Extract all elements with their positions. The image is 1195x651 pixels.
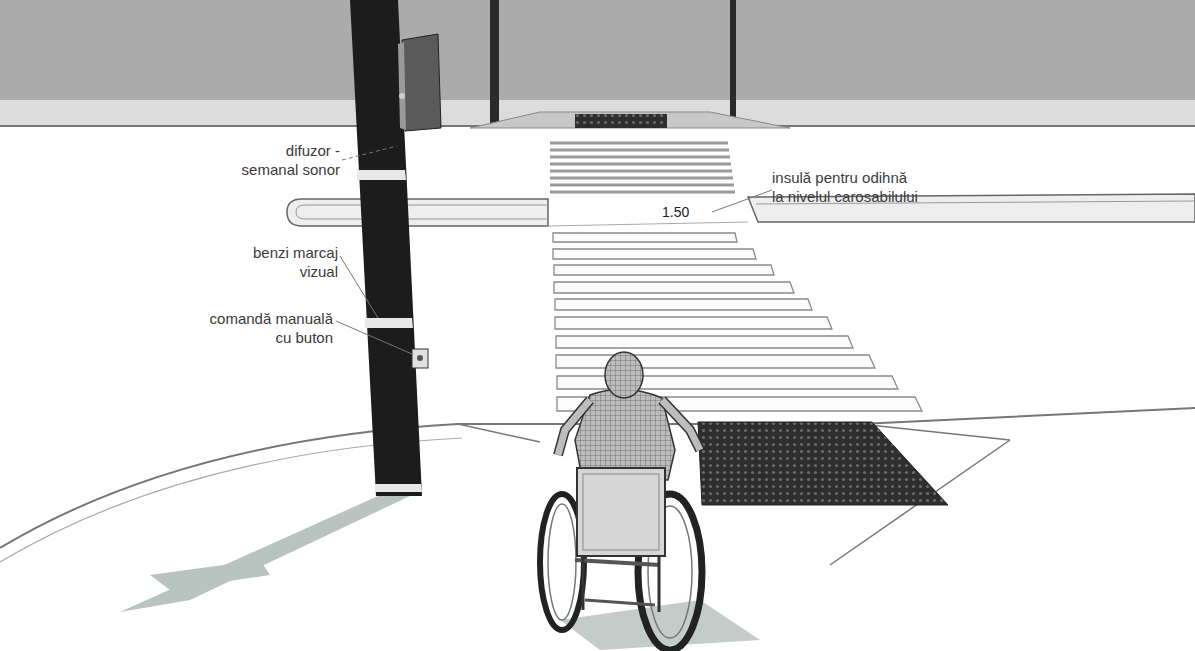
- far-tactile-paving: [575, 114, 667, 128]
- leader-line: [712, 190, 772, 212]
- callout-label: benzi marcaj vizual: [238, 243, 338, 281]
- dimension: 1.50: [662, 203, 722, 222]
- far-ramp: [470, 112, 790, 128]
- speaker-box: [402, 34, 441, 131]
- visual-band: [357, 170, 406, 180]
- shadow: [150, 560, 270, 590]
- button: [417, 355, 423, 361]
- push-button: [412, 349, 428, 368]
- island-left-edge: [296, 205, 548, 219]
- leader-line: [340, 256, 378, 318]
- visual-band: [365, 318, 413, 328]
- crosswalk: [553, 233, 922, 411]
- pole-shadow: [120, 496, 410, 612]
- far-pole: [730, 0, 736, 126]
- far-pole: [490, 0, 499, 124]
- island-level: [548, 222, 748, 226]
- island-left: [287, 199, 548, 226]
- speaker-side: [398, 42, 406, 130]
- callout-label: insulă pentru odihnă la nivelul carosabi…: [772, 168, 920, 206]
- callout-label: comandă manuală cu buton: [203, 309, 333, 347]
- leader-line: [336, 321, 412, 354]
- speaker-bolt: [399, 93, 405, 99]
- ramp-edge: [458, 424, 540, 442]
- wheelchair-user: [540, 352, 702, 650]
- far-wall: [0, 0, 1195, 100]
- visual-band: [375, 484, 422, 492]
- far-crosswalk: [550, 143, 735, 192]
- leader-line: [342, 146, 397, 160]
- tactile-paving: [698, 422, 948, 505]
- callout-label: difuzor - semanal sonor: [235, 141, 340, 179]
